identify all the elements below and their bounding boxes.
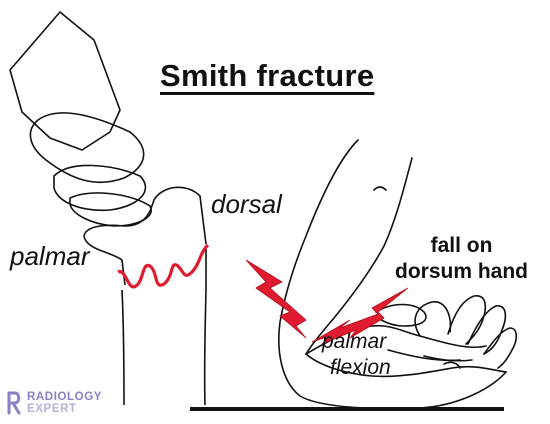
finger-tip: [443, 361, 461, 369]
page-title: Smith fracture: [160, 58, 375, 93]
label-dorsal: dorsal: [211, 189, 282, 219]
label-palmar: palmar: [10, 241, 90, 271]
label-fall-on-dorsum-hand: fall on dorsum hand: [395, 233, 528, 285]
palm-crease: [387, 349, 461, 362]
carpal-bones: [9, 11, 153, 227]
ring-finger: [467, 305, 507, 355]
knuckle-line: [423, 355, 473, 362]
label-fall-line2: dorsum hand: [395, 259, 529, 283]
scaphoid-bone: [9, 11, 121, 151]
radius-shaft-lateral: [203, 248, 207, 406]
triquetrum-bone: [53, 164, 147, 212]
logo-line1: RADIOLOGY: [27, 391, 103, 403]
label-flexion-line1: palmar: [322, 330, 387, 353]
little-finger: [483, 327, 518, 369]
radiology-expert-logo-icon: [7, 391, 21, 415]
fracture-line: [117, 243, 210, 289]
label-flexion-line2: flexion: [330, 355, 391, 379]
radiology-expert-logo: RADIOLOGY EXPERT: [7, 389, 119, 417]
thumb-outline: [375, 303, 427, 327]
label-palmar-flexion: palmar flexion: [316, 329, 391, 380]
label-fall-line1: fall on: [430, 234, 493, 257]
hand-forearm-outline: [278, 139, 518, 410]
logo-wordmark: RADIOLOGY EXPERT: [27, 391, 102, 415]
radius-bone: [83, 186, 207, 406]
middle-finger: [447, 295, 487, 345]
lunate-bone: [29, 112, 145, 184]
impact-bolt-lower-icon: [311, 287, 409, 345]
radius-shaft-medial: [121, 289, 125, 406]
logo-line2: EXPERT: [27, 403, 77, 415]
wrist-contour: [305, 353, 507, 378]
forearm-outer-edge: [278, 139, 507, 410]
forearm-inner-edge: [305, 157, 413, 355]
forearm-crease: [373, 186, 387, 191]
index-finger: [414, 301, 452, 337]
radius-distal-fragment: [83, 186, 207, 286]
impact-bolt-upper-icon: [245, 259, 307, 339]
